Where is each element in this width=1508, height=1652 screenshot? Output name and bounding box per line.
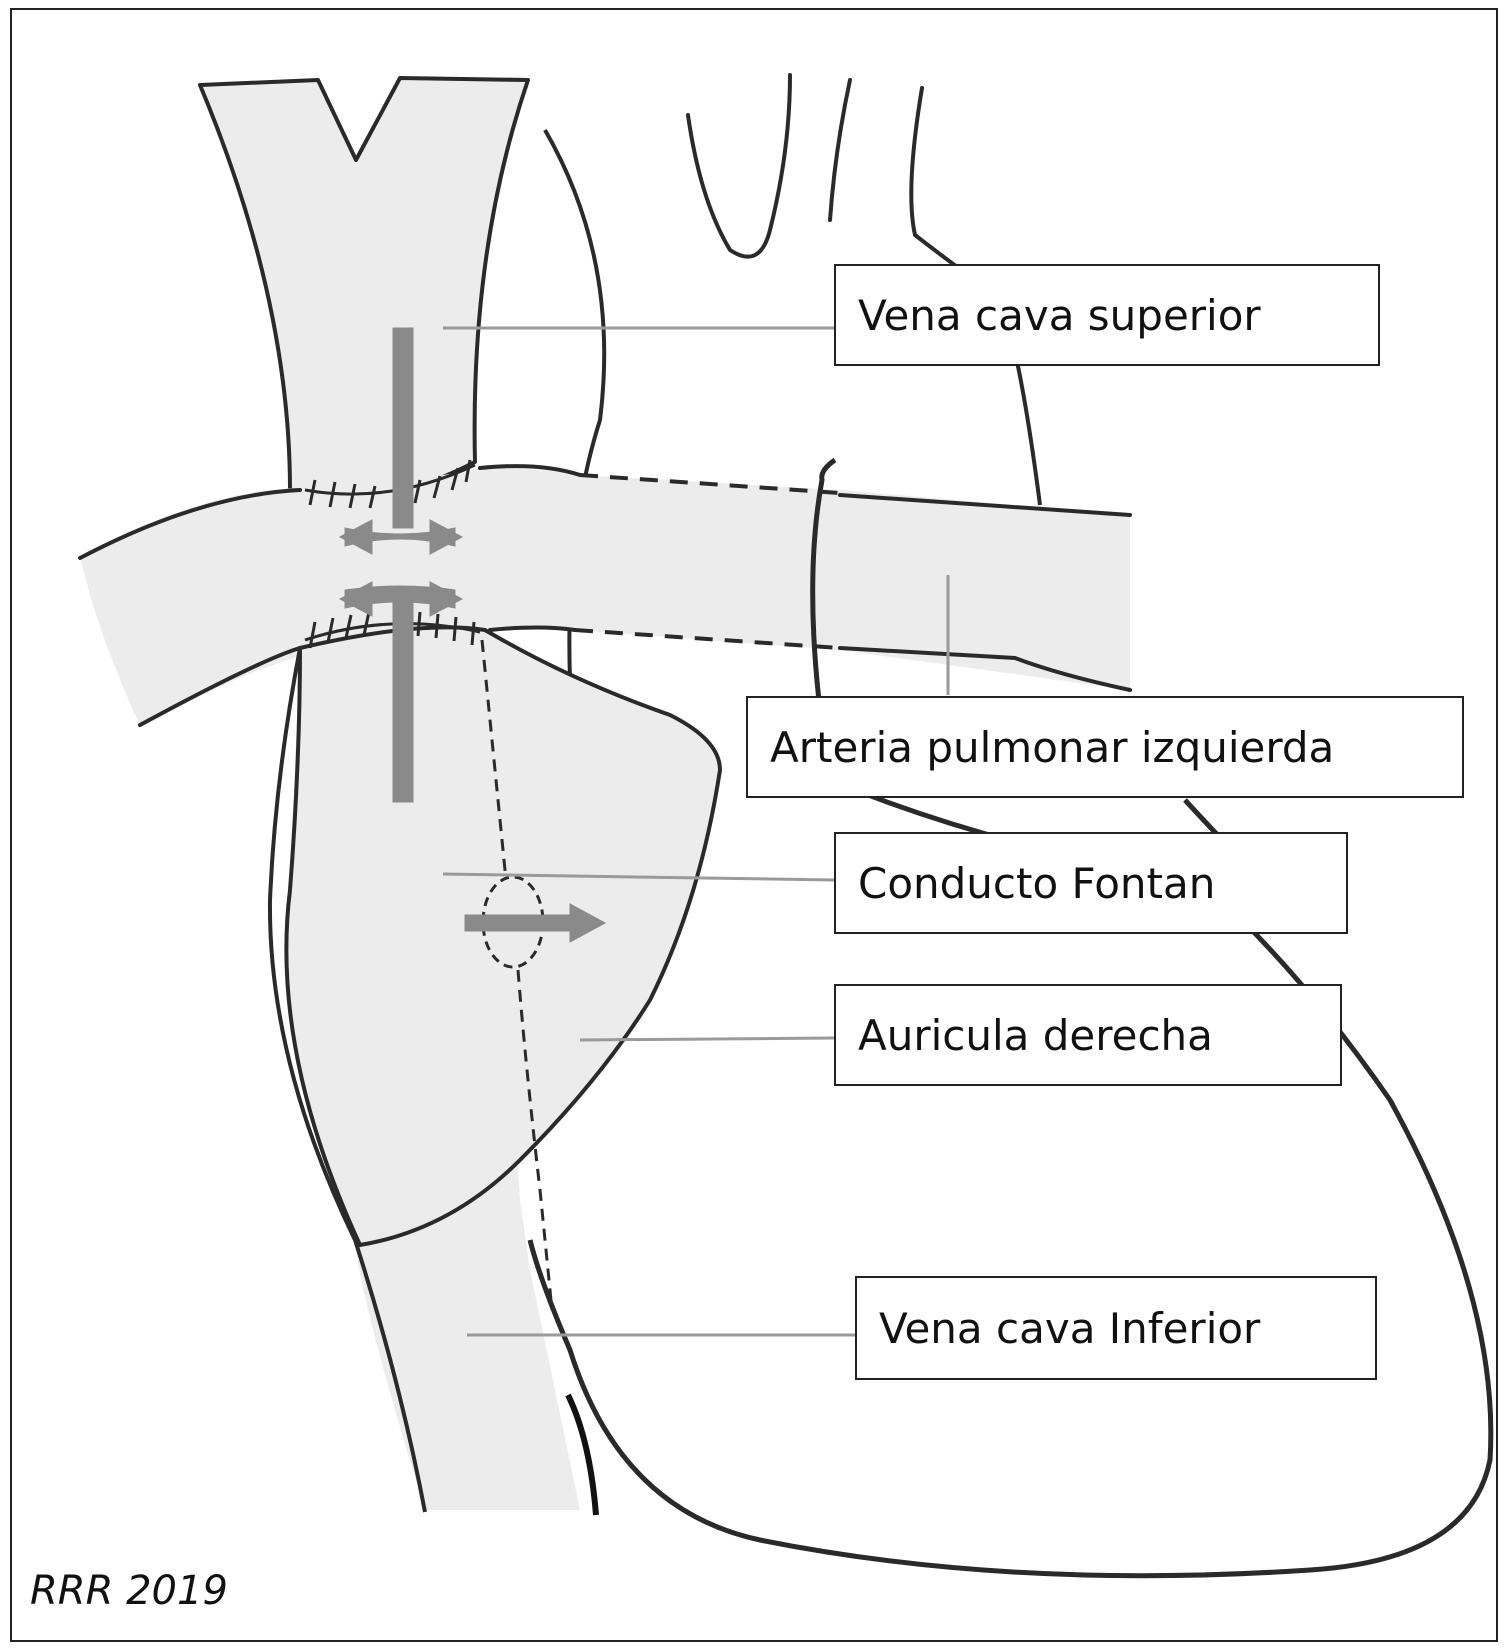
- aortic-arch-branch-1: [686, 73, 792, 259]
- label-arteria-pulmonar-izquierda-text: Arteria pulmonar izquierda: [770, 722, 1335, 772]
- fontan-conduit-outline: [267, 647, 427, 1513]
- suture-marks-upper: [304, 459, 476, 509]
- flow-arrows: [338, 327, 607, 943]
- label-vena-cava-inferior-text: Vena cava Inferior: [879, 1303, 1261, 1353]
- superior-vena-cava: [198, 76, 530, 494]
- label-vena-cava-superior-text: Vena cava superior: [858, 290, 1261, 340]
- ivc-flow-arrow-right: [429, 581, 464, 617]
- label-auricula-derecha: Auricula derecha: [834, 984, 1342, 1086]
- great-vessel-stubs: [686, 73, 992, 292]
- svc-flow-shaft: [392, 327, 414, 529]
- fenestration-flow-shaft: [464, 914, 576, 932]
- aortic-arch-branch-3: [909, 86, 992, 292]
- leader-fontan: [442, 872, 836, 882]
- label-auricula-derecha-text: Auricula derecha: [858, 1010, 1213, 1060]
- pulmonary-artery-hidden-edge: [574, 473, 841, 650]
- pulmonary-artery-band: [80, 468, 1130, 725]
- svc-flow-arrow-left: [338, 519, 373, 555]
- label-conducto-fontan: Conducto Fontan: [834, 832, 1348, 934]
- svc-flow-arrow-right: [429, 519, 464, 555]
- leader-lines: [442, 326, 950, 1337]
- pulmonary-artery-outline: [78, 464, 1132, 727]
- aortic-arch-branch-2: [828, 78, 852, 222]
- leader-ra: [579, 1036, 836, 1042]
- conduit-dashed-wall: [480, 639, 554, 1311]
- suture-marks-lower: [304, 611, 481, 649]
- author-credit: RRR 2019: [30, 1568, 228, 1614]
- fenestration-flow-arrowhead: [569, 903, 607, 943]
- ivc-flow-shaft: [392, 599, 414, 803]
- label-vena-cava-superior: Vena cava superior: [834, 264, 1380, 366]
- heart-apex-edge: [565, 1393, 599, 1516]
- label-conducto-fontan-text: Conducto Fontan: [858, 858, 1216, 908]
- label-vena-cava-inferior: Vena cava Inferior: [855, 1276, 1377, 1380]
- label-arteria-pulmonar-izquierda: Arteria pulmonar izquierda: [746, 696, 1464, 798]
- ivc-flow-arrow-left: [338, 581, 373, 617]
